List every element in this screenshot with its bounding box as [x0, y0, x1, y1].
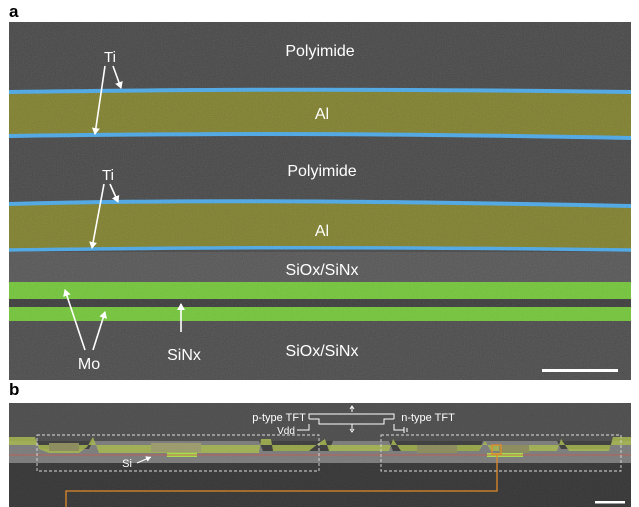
label-p-type-tft: p-type TFT: [252, 412, 306, 424]
ti-arrows-mid: [89, 183, 120, 249]
tft-box-right: [380, 434, 622, 472]
panel-letter-a: a: [9, 2, 19, 21]
mo-arrows: [63, 289, 108, 351]
label-n-type-tft: n-type TFT: [401, 412, 455, 424]
label-polyimide-mid: Polyimide: [287, 163, 356, 180]
panel-letter-b: b: [9, 380, 20, 399]
micrograph-panel-b: p-type TFT n-type TFT Vdd Si: [9, 403, 631, 507]
scale-bar-a: [542, 369, 618, 372]
micrograph-panel-a: Polyimide Al Polyimide Al SiOx/SiNx SiOx…: [9, 22, 631, 380]
label-polyimide-top: Polyimide: [285, 43, 354, 60]
si-arrow: [136, 456, 152, 464]
label-ti-top: Ti: [104, 49, 116, 66]
label-ti-mid: Ti: [102, 167, 114, 184]
label-si: Si: [122, 458, 132, 470]
label-al-mid: Al: [315, 223, 329, 240]
label-al-top: Al: [315, 106, 329, 123]
label-siox-top: SiOx/SiNx: [286, 262, 359, 279]
scale-bar-b: [595, 501, 625, 504]
tft-box-left: [36, 434, 320, 472]
ti-arrows-top: [91, 65, 123, 135]
highlight-leader-line: [65, 454, 498, 507]
label-mo: Mo: [78, 356, 100, 373]
cmos-schematic: [297, 405, 408, 433]
label-vdd: Vdd: [277, 426, 295, 437]
label-siox-bottom: SiOx/SiNx: [286, 343, 359, 360]
label-sinx: SiNx: [167, 347, 201, 364]
